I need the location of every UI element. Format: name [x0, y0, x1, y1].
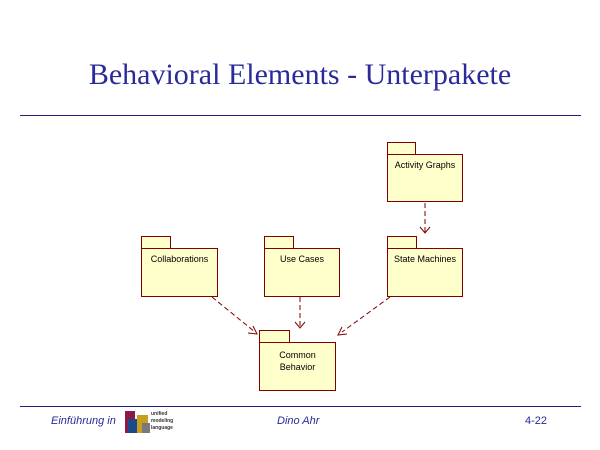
arrowhead-common-right — [337, 326, 348, 336]
common-behavior-label-line2: Behavior — [279, 362, 316, 372]
common-behavior-label-line1: Common — [279, 350, 316, 360]
uml-logo-word: language — [151, 425, 173, 431]
uml-logo-word: unified — [151, 411, 168, 417]
uml-logo: unified modeling language — [124, 409, 182, 435]
use-cases-package: Use Cases — [264, 248, 340, 297]
slide-title: Behavioral Elements - Unterpakete — [88, 58, 512, 91]
collaborations-label: Collaborations — [150, 254, 209, 264]
common-behavior-package: Common Behavior — [259, 342, 336, 391]
arrowhead-common-left — [247, 325, 258, 335]
footer-intro-text: Einführung in — [51, 415, 116, 427]
footer-page-number: 4-22 — [525, 415, 548, 427]
activity-graphs-package: Activity Graphs — [387, 154, 463, 202]
uml-logo-word: modeling — [151, 418, 174, 424]
dependency-state-to-common — [341, 296, 391, 333]
dependency-collab-to-common — [211, 296, 256, 333]
state-machines-label: State Machines — [393, 254, 457, 264]
title-divider — [20, 115, 581, 116]
arrowhead-state-machines — [419, 226, 431, 234]
use-cases-label: Use Cases — [279, 254, 324, 264]
footer-divider — [20, 406, 581, 407]
uml-logo-words: unified modeling language — [151, 411, 183, 432]
activity-graphs-label: Activity Graphs — [394, 160, 456, 170]
uml-logo-icon — [125, 411, 150, 433]
arrowhead-common-top — [294, 321, 306, 329]
collaborations-package: Collaborations — [141, 248, 218, 297]
footer-author: Dino Ahr — [277, 415, 320, 427]
state-machines-package: State Machines — [387, 248, 463, 297]
